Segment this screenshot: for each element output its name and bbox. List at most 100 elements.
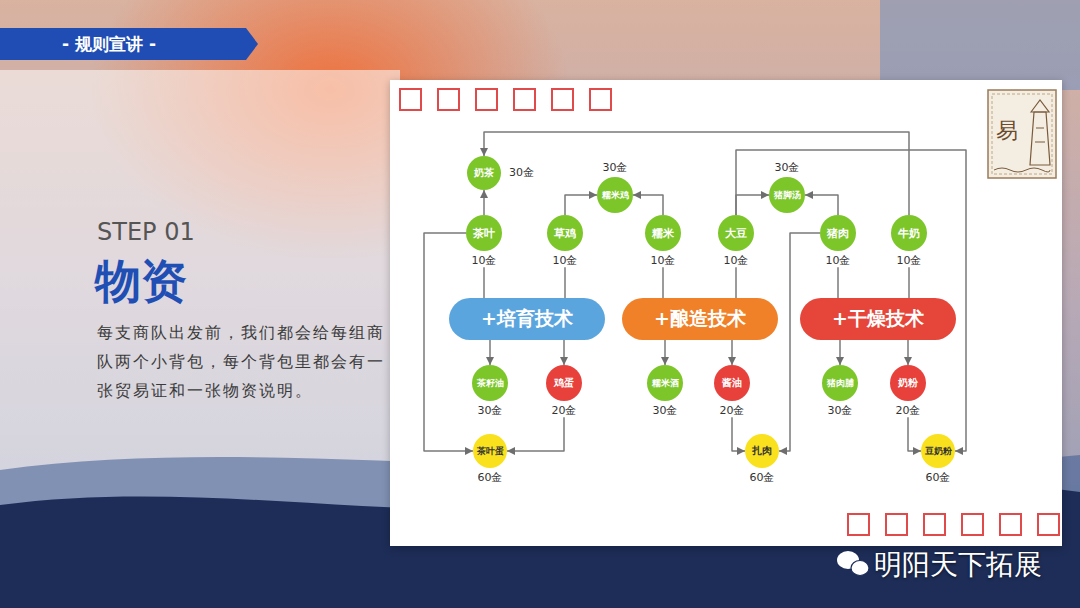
item-circle: 猪肉脯 — [822, 365, 858, 401]
flow-connector — [908, 267, 910, 298]
stamp-border — [992, 94, 1052, 174]
item-circle: 草鸡 — [547, 215, 583, 251]
technique-band: +培育技术 — [449, 298, 605, 340]
price-label: 10金 — [472, 254, 497, 267]
postcode-box — [514, 89, 535, 110]
price-label: 60金 — [750, 471, 775, 484]
item-circle: 糯米酒 — [647, 365, 683, 401]
price-label: 30金 — [478, 404, 503, 417]
flow-connector — [735, 267, 737, 298]
item-name: 草鸡 — [554, 226, 576, 241]
item-circle: 鸡蛋 — [546, 365, 582, 401]
item-node: 猪肉10金 — [820, 215, 856, 267]
item-name: 牛奶 — [898, 226, 920, 241]
item-node: 糯米酒30金 — [647, 365, 683, 417]
flow-connector — [736, 195, 769, 215]
wechat-icon — [851, 561, 869, 576]
item-node: 草鸡 10金 — [547, 215, 583, 267]
technique-band: +干燥技术 — [800, 298, 956, 340]
postcode-box — [886, 514, 907, 535]
flow-connector — [732, 417, 745, 451]
item-name: 茶叶 — [473, 226, 495, 241]
postcode-box — [552, 89, 573, 110]
flow-connector — [907, 340, 909, 365]
flow-connector — [633, 195, 663, 215]
lighthouse-roof — [1031, 100, 1049, 112]
item-node: 30金糯米鸡 — [597, 161, 633, 213]
flow-connector — [736, 150, 966, 451]
item-name: 糯米酒 — [652, 377, 679, 390]
item-node: 牛奶 10金 — [891, 215, 927, 267]
postcode-box — [400, 89, 421, 110]
technique-band: +酿造技术 — [622, 298, 778, 340]
flow-connector — [483, 190, 485, 215]
item-name: 猪脚汤 — [774, 189, 801, 202]
item-node: 酱油20金 — [714, 365, 750, 417]
item-node: 奶粉 20金 — [890, 365, 926, 417]
item-name: 猪肉 — [827, 226, 849, 241]
item-circle: 豆奶粉 — [921, 434, 955, 468]
price-label: 10金 — [897, 254, 922, 267]
item-circle: 糯米鸡 — [597, 177, 633, 213]
postcode-box — [962, 514, 983, 535]
price-label: 10金 — [651, 254, 676, 267]
flow-connector — [489, 340, 491, 365]
item-node: 鸡蛋20金 — [546, 365, 582, 417]
price-label: 60金 — [478, 471, 503, 484]
postcode-box — [476, 89, 497, 110]
flow-connector — [837, 267, 839, 298]
postcode-box — [1038, 514, 1059, 535]
postcode-box — [590, 89, 611, 110]
item-name: 豆奶粉 — [925, 445, 952, 458]
item-node: 大豆10金 — [718, 215, 754, 267]
item-name: 糯米 — [652, 226, 674, 241]
price-label: 30金 — [775, 161, 800, 174]
band-label: +干燥技术 — [832, 306, 924, 332]
header-band — [0, 28, 258, 60]
item-circle: 糯米 — [645, 215, 681, 251]
item-circle: 大豆 — [718, 215, 754, 251]
price-label: 60金 — [926, 471, 951, 484]
item-name: 奶茶 — [474, 166, 494, 180]
flow-connector — [839, 340, 841, 365]
flow-connector — [779, 233, 820, 451]
postcode-box — [438, 89, 459, 110]
header-title: - 规则宣讲 - — [62, 33, 156, 56]
flow-connector — [908, 417, 921, 451]
flow-connector — [564, 267, 566, 298]
item-name: 茶籽油 — [477, 377, 504, 390]
item-name: 猪肉脯 — [827, 377, 854, 390]
flow-connector — [731, 340, 733, 365]
left-overlay — [0, 70, 400, 510]
stamp — [988, 90, 1056, 178]
flow-connector — [483, 267, 485, 298]
flow-connector — [805, 195, 838, 215]
flow-connector — [507, 417, 564, 451]
sky-patch — [880, 0, 1080, 90]
item-name: 大豆 — [725, 226, 747, 241]
item-circle: 扎肉 — [745, 434, 779, 468]
item-circle: 茶籽油 — [472, 365, 508, 401]
postcode-box — [848, 514, 869, 535]
step-label: STEP 01 — [97, 218, 195, 246]
item-name: 扎肉 — [752, 444, 772, 458]
item-node: 猪肉脯30金 — [822, 365, 858, 417]
price-label: 20金 — [896, 404, 921, 417]
item-circle: 酱油 — [714, 365, 750, 401]
flow-connector — [484, 132, 909, 215]
item-name: 奶粉 — [898, 376, 918, 390]
section-heading: 物资 — [95, 256, 187, 307]
item-node: 30金猪脚汤 — [769, 161, 805, 213]
item-node: 扎肉 60金 — [745, 434, 779, 484]
item-name: 鸡蛋 — [554, 376, 574, 390]
price-label: 30金 — [603, 161, 628, 174]
lighthouse — [1030, 112, 1050, 165]
price-label: 10金 — [553, 254, 578, 267]
postcode-box — [924, 514, 945, 535]
item-circle: 猪脚汤 — [769, 177, 805, 213]
item-node: 糯米 10金 — [645, 215, 681, 267]
flow-connector — [565, 195, 597, 215]
item-node: 茶叶蛋60金 — [473, 434, 507, 484]
flow-connector — [664, 340, 666, 365]
